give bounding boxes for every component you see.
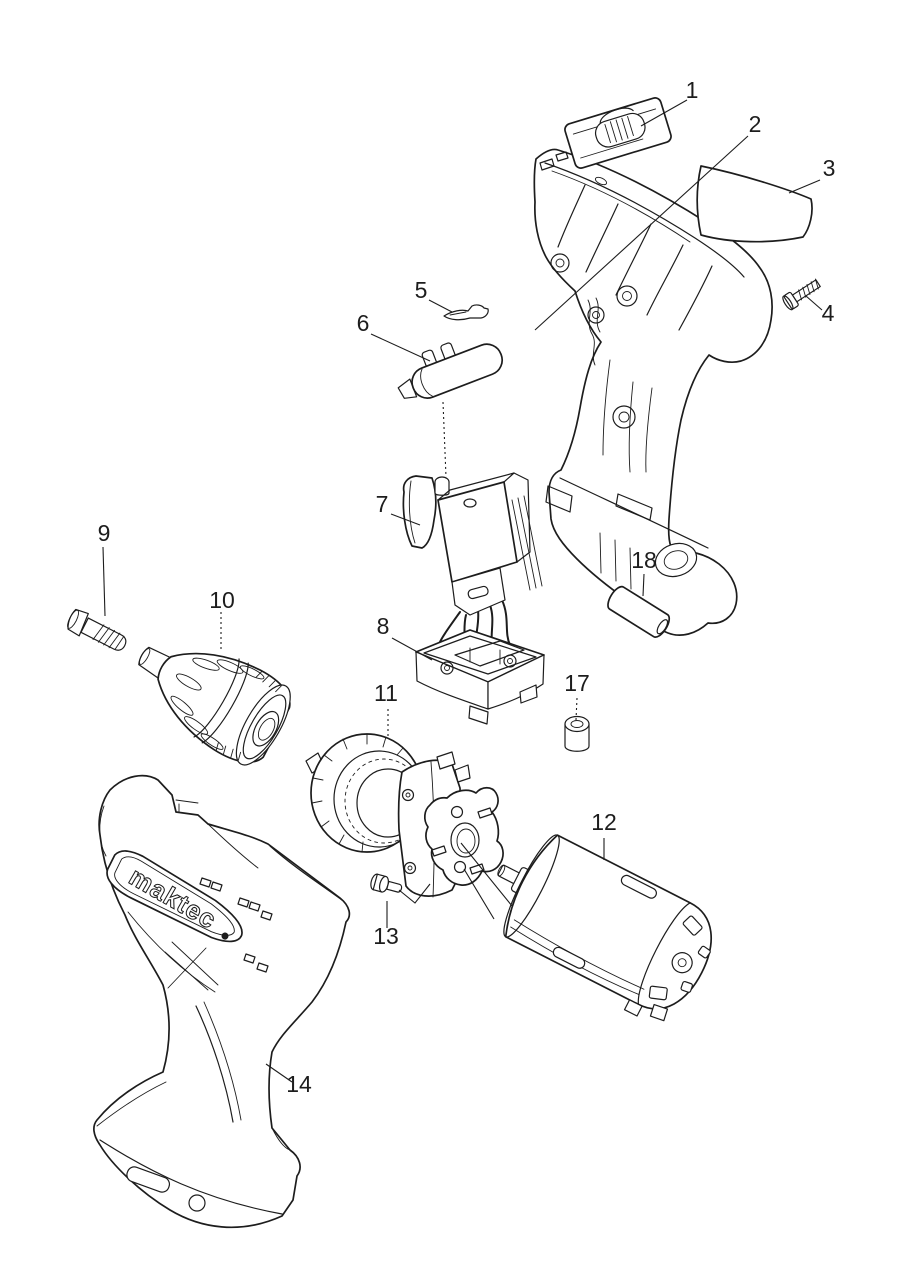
part-17-bushing [564, 715, 590, 752]
part-2-housing-right [533, 148, 773, 636]
leader-9 [102, 546, 106, 617]
leader-5 [428, 299, 453, 313]
part-13-motor-screw [370, 873, 431, 904]
leader-18 [642, 573, 645, 597]
part-3-label-sticker [696, 165, 813, 243]
brand-logo-dot [221, 932, 229, 940]
leader-lines [102, 99, 823, 1083]
part-7-switch-assembly [402, 472, 543, 664]
part-10-drill-chuck [138, 646, 291, 766]
callout-4: 4 [822, 300, 835, 326]
callout-12: 12 [591, 809, 617, 835]
part-18-tube [607, 585, 671, 638]
callout-8: 8 [377, 613, 390, 639]
callout-5: 5 [415, 277, 428, 303]
callout-numbers: 1 2 3 4 5 6 7 8 9 10 11 12 13 14 17 18 [98, 77, 836, 1097]
callout-10: 10 [209, 587, 235, 613]
part-6-lock-button [397, 342, 504, 399]
part-4-screw [782, 278, 821, 311]
part-12-motor [497, 834, 713, 1022]
part-1-switch-slide-cover [564, 97, 672, 169]
part-11-gear-assembly [305, 733, 513, 920]
callout-3: 3 [823, 155, 836, 181]
leader-3 [788, 179, 821, 194]
leader-7 [390, 513, 421, 526]
callout-18: 18 [631, 547, 657, 573]
part-5-lever [443, 304, 489, 321]
callout-1: 1 [686, 77, 699, 103]
callout-13: 13 [373, 923, 399, 949]
assembly-axis-6-7 [442, 401, 447, 478]
leader-17 [575, 697, 578, 721]
callout-9: 9 [98, 520, 111, 546]
leader-8 [391, 637, 433, 661]
part-8-terminal-holder [415, 629, 545, 725]
part-14-housing-left: maktec [93, 774, 351, 1229]
leader-2 [534, 135, 749, 331]
callout-6: 6 [357, 310, 370, 336]
callout-11: 11 [374, 680, 398, 706]
callout-7: 7 [376, 491, 389, 517]
part-9-chuck-screw [67, 608, 127, 651]
leader-6 [370, 333, 431, 362]
leader-4 [805, 295, 823, 311]
leader-1 [640, 99, 688, 127]
callout-14: 14 [286, 1071, 312, 1097]
callout-2: 2 [749, 111, 762, 137]
leader-14 [265, 1063, 293, 1083]
callout-17: 17 [564, 670, 590, 696]
